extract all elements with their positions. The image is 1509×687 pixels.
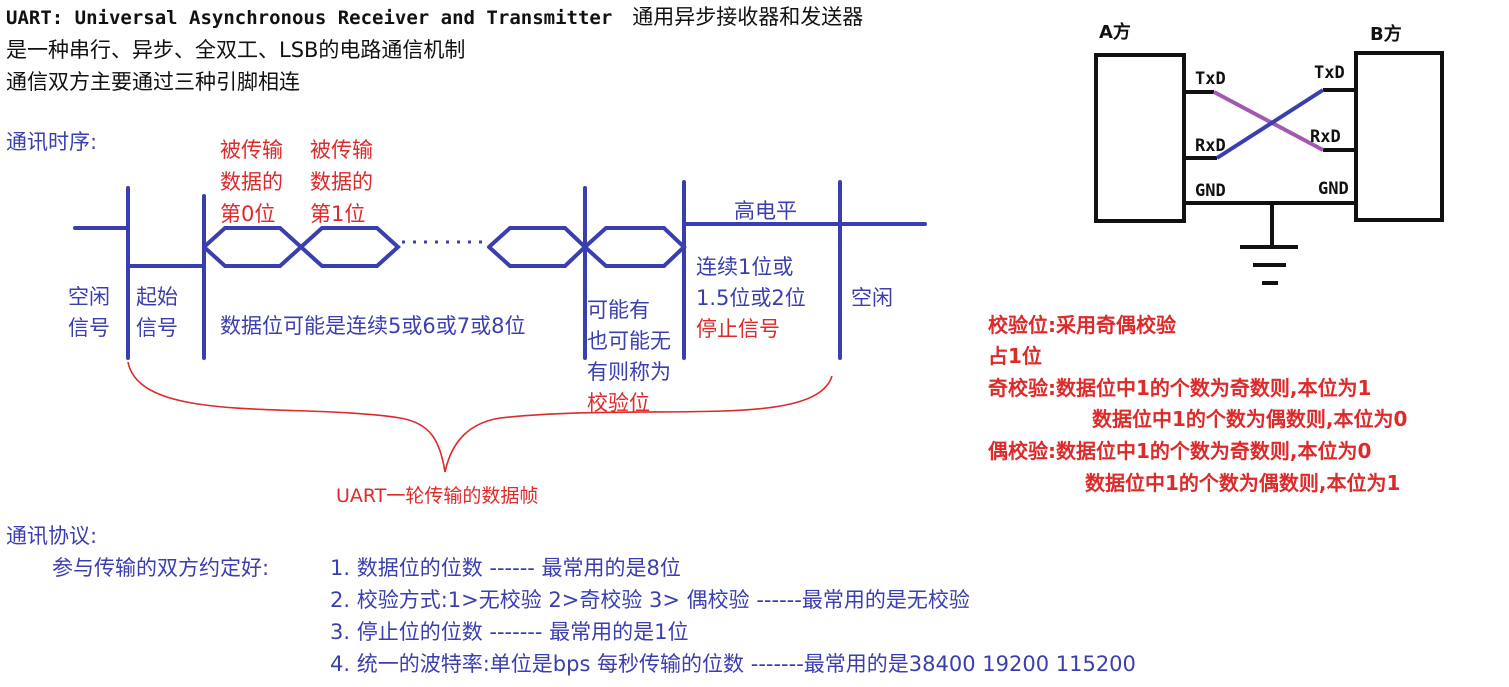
timing-title: 通讯时序: <box>6 130 98 154</box>
stop-bits-label: 连续1位或 1.5位或2位 停止信号 <box>696 255 806 341</box>
data-bit-0 <box>202 226 304 268</box>
bit1-label: 被传输 数据的 第1位 <box>310 138 373 226</box>
high-level-label: 高电平 <box>734 199 797 223</box>
idle-left-label: 空闲 信号 <box>68 285 110 340</box>
protocol-title: 通讯协议: <box>6 524 98 548</box>
odd-parity-line2: 数据位中1的个数为偶数则,本位为0 <box>1092 407 1408 431</box>
pins-summary-line: 通信双方主要通过三种引脚相连 <box>6 70 300 94</box>
rxd-to-txd-wire <box>1215 88 1325 160</box>
a-rxd-label: RxD <box>1195 136 1226 156</box>
parity-bit <box>583 226 687 268</box>
title-english: UART: Universal Asynchronous Receiver an… <box>6 7 613 29</box>
idle-right-label: 空闲 <box>851 286 893 310</box>
data-bit-1 <box>299 226 401 268</box>
parity-bit-label: 可能有 也可能无 有则称为 校验位 <box>587 298 671 415</box>
protocol-intro: 参与传输的双方约定好: <box>52 556 270 580</box>
b-gnd-label: GND <box>1318 179 1349 199</box>
protocol-item: 2. 校验方式:1>无校验 2>奇校验 3> 偶校验 ------最常用的是无校… <box>330 588 970 612</box>
even-parity-line2: 数据位中1的个数为偶数则,本位为1 <box>1085 471 1401 495</box>
side-b-box <box>1354 51 1444 222</box>
side-a-box <box>1094 53 1186 223</box>
b-rxd-label: RxD <box>1310 127 1341 147</box>
even-parity-line1: 偶校验:数据位中1的个数为奇数则,本位为0 <box>988 439 1372 463</box>
parity-title: 校验位:采用奇偶校验 <box>988 313 1176 337</box>
side-b-label: B方 <box>1370 24 1402 45</box>
title-line: UART: Universal Asynchronous Receiver an… <box>6 4 863 31</box>
protocol-item: 4. 统一的波特率:单位是bps 每秒传输的位数 -------最常用的是384… <box>330 652 1136 676</box>
frame-brace <box>127 361 833 473</box>
pin-diagram <box>1094 51 1444 285</box>
a-txd-label: TxD <box>1195 69 1226 89</box>
data-bit-n <box>487 226 588 268</box>
frame-label: UART一轮传输的数据帧 <box>336 485 539 507</box>
side-a-label: A方 <box>1099 22 1131 43</box>
b-txd-label: TxD <box>1314 63 1345 83</box>
odd-parity-line1: 奇校验:数据位中1的个数为奇数则,本位为1 <box>988 376 1372 400</box>
start-bit-label: 起始 信号 <box>136 285 178 340</box>
protocol-item: 3. 停止位的位数 ------- 最常用的是1位 <box>330 620 689 644</box>
a-gnd-label: GND <box>1195 181 1226 201</box>
description-line: 是一种串行、异步、全双工、LSB的电路通信机制 <box>6 38 466 62</box>
data-bits-label: 数据位可能是连续5或6或7或8位 <box>220 314 526 338</box>
txd-to-rxd-wire <box>1213 90 1324 152</box>
title-chinese: 通用异步接收器和发送器 <box>632 5 864 29</box>
parity-size: 占1位 <box>988 344 1042 368</box>
protocol-item: 1. 数据位的位数 ------ 最常用的是8位 <box>330 556 681 580</box>
bit0-label: 被传输 数据的 第0位 <box>220 138 283 226</box>
timing-waveform <box>73 180 927 360</box>
